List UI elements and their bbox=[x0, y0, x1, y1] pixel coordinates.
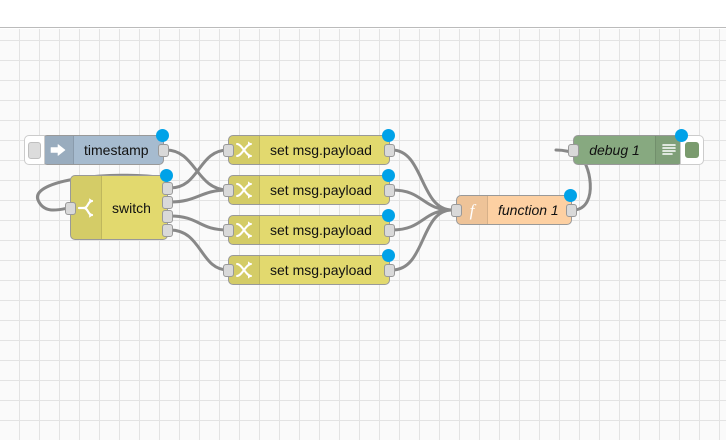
function-input-port[interactable] bbox=[451, 204, 462, 217]
change-3-input-port[interactable] bbox=[223, 224, 234, 237]
function-output-port[interactable] bbox=[566, 204, 577, 217]
node-change-1[interactable]: set msg.payload bbox=[223, 129, 395, 165]
change-icon bbox=[229, 256, 260, 284]
switch-status-dot bbox=[160, 169, 173, 182]
debug-node-label: debug 1 bbox=[589, 142, 640, 158]
change-icon bbox=[229, 216, 260, 244]
change-2-status-dot bbox=[382, 169, 395, 182]
switch-input-port[interactable] bbox=[65, 202, 76, 215]
change-1-status-dot bbox=[382, 129, 395, 142]
change-3-status-dot bbox=[382, 209, 395, 222]
change-2-output-port[interactable] bbox=[384, 184, 395, 197]
change-1-input-port[interactable] bbox=[223, 144, 234, 157]
inject-arrow-icon bbox=[43, 136, 74, 164]
debug-status-dot bbox=[675, 129, 688, 142]
node-switch[interactable]: switch bbox=[65, 169, 173, 240]
switch-icon bbox=[71, 176, 102, 239]
inject-trigger-button[interactable] bbox=[24, 135, 45, 165]
change-2-input-port[interactable] bbox=[223, 184, 234, 197]
function-status-dot bbox=[564, 189, 577, 202]
change-node-label: set msg.payload bbox=[270, 262, 372, 278]
switch-output-port-4[interactable] bbox=[162, 224, 173, 237]
switch-output-port-1[interactable] bbox=[162, 182, 173, 195]
change-icon bbox=[229, 136, 260, 164]
inject-status-dot bbox=[156, 129, 169, 142]
node-change-4[interactable]: set msg.payload bbox=[223, 249, 395, 285]
inject-trigger-button-inner bbox=[28, 141, 41, 159]
function-node-label: function 1 bbox=[498, 202, 559, 218]
change-1-output-port[interactable] bbox=[384, 144, 395, 157]
node-change-2[interactable]: set msg.payload bbox=[223, 169, 395, 205]
debug-toggle-button-inner bbox=[684, 141, 700, 159]
node-debug-1[interactable]: debug 1 bbox=[568, 129, 704, 165]
change-node-label: set msg.payload bbox=[270, 222, 372, 238]
change-node-label: set msg.payload bbox=[270, 182, 372, 198]
editor-top-strip bbox=[0, 0, 726, 28]
change-4-status-dot bbox=[382, 249, 395, 262]
change-node-label: set msg.payload bbox=[270, 142, 372, 158]
svg-text:f: f bbox=[470, 201, 477, 220]
change-icon bbox=[229, 176, 260, 204]
switch-output-port-3[interactable] bbox=[162, 210, 173, 223]
change-3-output-port[interactable] bbox=[384, 224, 395, 237]
switch-node-label: switch bbox=[112, 199, 151, 216]
inject-output-port[interactable] bbox=[158, 144, 169, 157]
inject-node-label: timestamp bbox=[84, 142, 149, 158]
change-4-input-port[interactable] bbox=[223, 264, 234, 277]
function-f-icon: f bbox=[457, 196, 488, 224]
node-function-1[interactable]: f function 1 bbox=[451, 189, 577, 225]
debug-input-port[interactable] bbox=[568, 144, 579, 157]
node-inject-timestamp[interactable]: timestamp bbox=[24, 129, 169, 165]
node-change-3[interactable]: set msg.payload bbox=[223, 209, 395, 245]
switch-output-port-2[interactable] bbox=[162, 196, 173, 209]
debug-toggle-button[interactable] bbox=[680, 135, 704, 165]
change-4-output-port[interactable] bbox=[384, 264, 395, 277]
